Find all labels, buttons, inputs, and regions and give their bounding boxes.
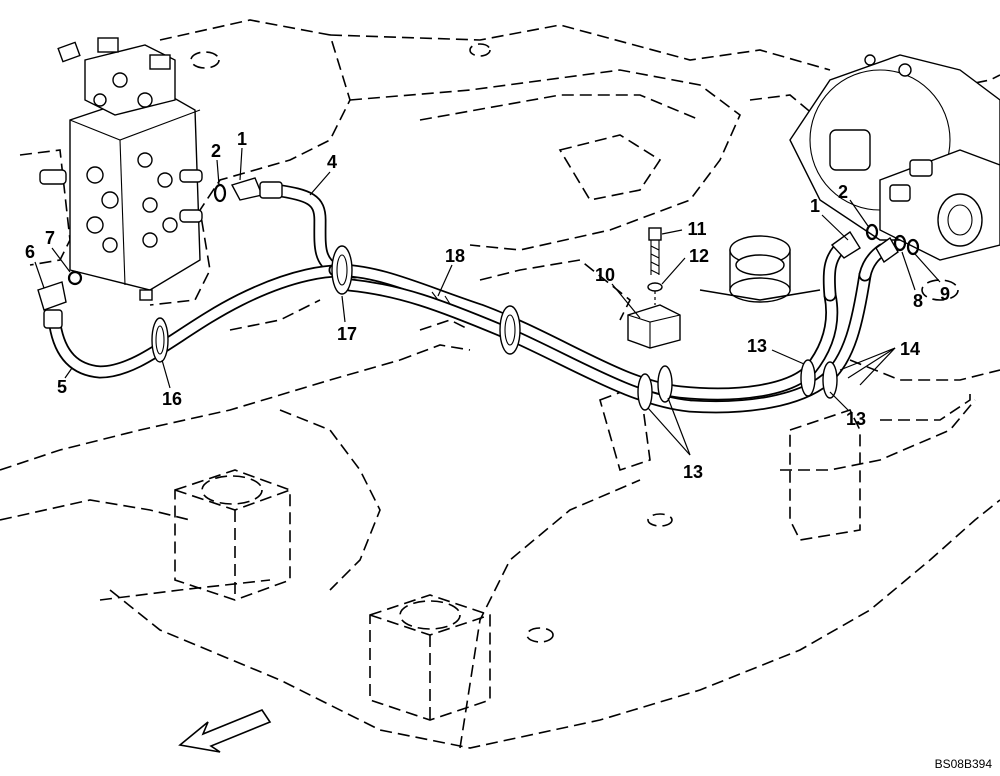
callout-2-left: 2 <box>211 141 221 161</box>
callout-7: 7 <box>45 228 55 248</box>
o-ring-2-right <box>865 223 879 241</box>
callout-13-bottom: 13 <box>683 462 703 482</box>
grommet-mid <box>499 305 521 355</box>
grommet-17 <box>331 245 353 295</box>
callout-13-top: 13 <box>747 336 767 356</box>
callout-1-left: 1 <box>237 129 247 149</box>
control-valve <box>39 37 203 301</box>
callout-10: 10 <box>595 265 615 285</box>
callout-8: 8 <box>913 291 923 311</box>
hose-4 <box>268 183 342 277</box>
grommet-16 <box>151 317 169 363</box>
hose-5 <box>48 264 362 379</box>
swing-motor <box>789 54 1000 261</box>
bolt-11 <box>648 227 662 275</box>
mount-block-right <box>369 594 491 721</box>
center-joint <box>699 235 821 303</box>
drawing-reference-code: BS08B394 <box>935 757 993 771</box>
callout-17: 17 <box>337 324 357 344</box>
o-ring-7 <box>67 270 83 286</box>
protector-sleeve-18 <box>431 291 451 305</box>
callout-6: 6 <box>25 242 35 262</box>
o-ring-9 <box>906 238 920 256</box>
callout-2-right: 2 <box>838 182 848 202</box>
hose-clamps-13 <box>637 359 838 411</box>
frame-outline <box>0 19 1000 749</box>
front-direction-arrow-icon <box>178 709 272 753</box>
o-ring-8 <box>893 234 907 252</box>
callout-14: 14 <box>900 339 920 359</box>
callout-5: 5 <box>57 377 67 397</box>
callout-4: 4 <box>327 152 337 172</box>
hose-right-up <box>822 243 889 302</box>
leader-lines <box>34 147 941 456</box>
callout-9: 9 <box>940 284 950 304</box>
hose-main <box>328 263 839 401</box>
callout-16: 16 <box>162 389 182 409</box>
washer-12 <box>647 282 663 292</box>
o-ring-2-left <box>213 183 227 203</box>
hose-main-second <box>343 268 872 414</box>
callout-12: 12 <box>689 246 709 266</box>
callout-13-right: 13 <box>846 409 866 429</box>
elbow-fitting-6 <box>37 281 67 329</box>
callout-1-right: 1 <box>810 196 820 216</box>
mount-block-left <box>174 469 291 601</box>
callout-11: 11 <box>687 219 706 239</box>
elbow-fitting-1-left <box>230 177 283 201</box>
clamp-10 <box>627 304 681 349</box>
callout-18: 18 <box>445 246 465 266</box>
elbow-fitting-1-right <box>830 230 899 264</box>
